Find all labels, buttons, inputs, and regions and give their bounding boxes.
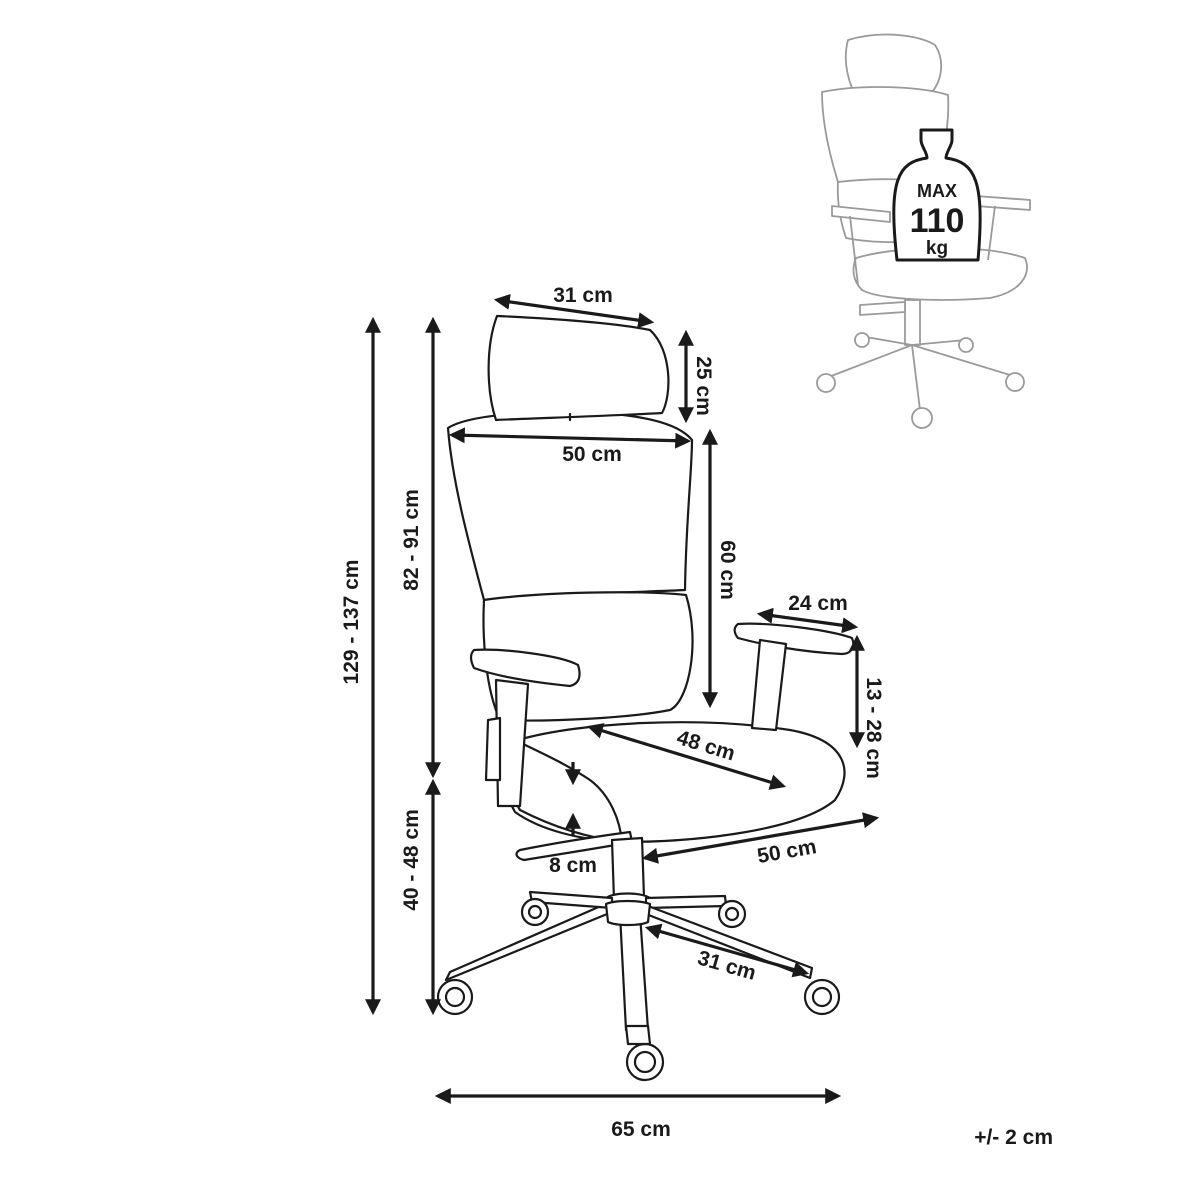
dim-base-width-label: 65 cm bbox=[611, 1118, 671, 1141]
caster-wheel bbox=[625, 1042, 665, 1082]
weight-badge-unit: kg bbox=[926, 238, 948, 259]
dim-headrest-width-arrow bbox=[493, 293, 655, 329]
caster-wheel bbox=[520, 897, 550, 927]
caster-wheel bbox=[436, 978, 474, 1016]
dim-seat-depth-arrow bbox=[586, 723, 787, 790]
lumbar-support bbox=[482, 591, 694, 722]
dim-seat-width-label: 50 cm bbox=[756, 835, 819, 868]
dim-headrest-width-label: 31 cm bbox=[553, 284, 613, 307]
main-chair-drawing bbox=[436, 314, 855, 1082]
tolerance-note: +/- 2 cm bbox=[974, 1126, 1053, 1149]
dimension-arrows bbox=[365, 293, 880, 1104]
weight-badge-label: MAX bbox=[917, 181, 957, 201]
caster-wheel bbox=[803, 978, 841, 1016]
left-armrest bbox=[469, 648, 581, 688]
dim-headrest-height-label: 25 cm bbox=[692, 356, 715, 416]
dim-back-height-label: 82 - 91 cm bbox=[400, 489, 423, 591]
dim-seat-adjust-label: 8 cm bbox=[549, 854, 597, 877]
dim-backrest-width-arrow bbox=[448, 427, 692, 449]
dim-base-radius-arrow bbox=[644, 923, 810, 978]
base-leg bbox=[618, 912, 650, 1032]
height-lever bbox=[515, 830, 634, 862]
dim-backrest-width-label: 50 cm bbox=[562, 443, 622, 466]
dim-armrest-height-label: 13 - 28 cm bbox=[862, 677, 885, 779]
dimension-labels: 31 cm 25 cm 50 cm 60 cm 82 - 91 cm 129 -… bbox=[340, 284, 1053, 1149]
weight-badge-value: 110 bbox=[910, 202, 965, 240]
right-armrest bbox=[733, 622, 855, 656]
dim-armrest-length-arrow bbox=[756, 607, 859, 634]
dim-total-height-label: 129 - 137 cm bbox=[340, 560, 363, 685]
dim-armrest-length-label: 24 cm bbox=[788, 592, 848, 615]
dim-backrest-height-label: 60 cm bbox=[716, 540, 739, 600]
reference-chair-icon: MAX 110 kg bbox=[816, 33, 1031, 429]
weight-badge: MAX 110 kg bbox=[892, 128, 982, 262]
caster-wheel bbox=[717, 899, 747, 929]
dim-seat-height-label: 40 - 48 cm bbox=[400, 809, 423, 911]
headrest bbox=[487, 314, 670, 422]
gas-column bbox=[610, 836, 646, 902]
base-leg bbox=[644, 894, 728, 910]
dim-seat-width-arrow bbox=[641, 812, 880, 864]
